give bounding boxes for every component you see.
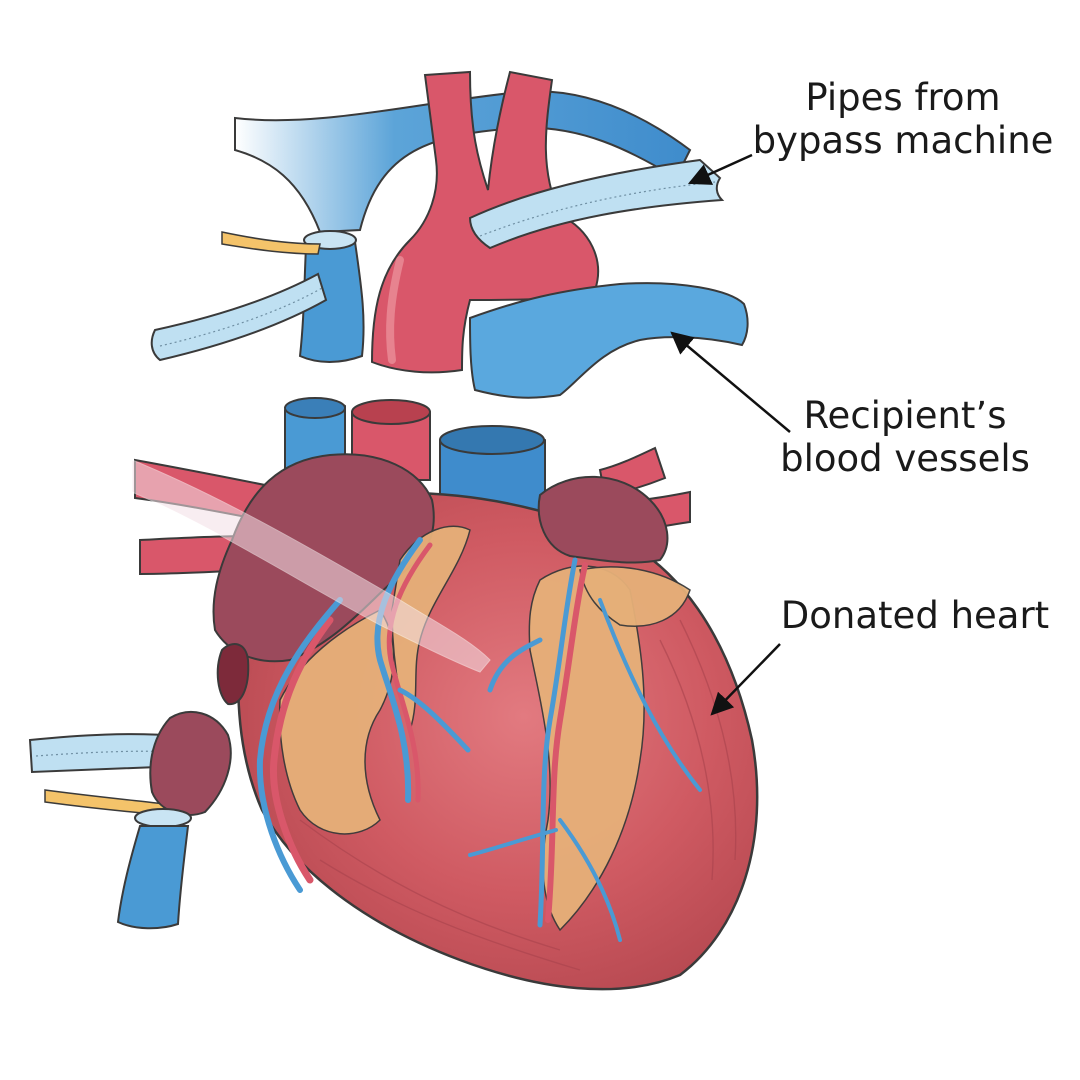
label-donated-heart: Donated heart bbox=[770, 594, 1060, 637]
coronary-vein-right-branch-b bbox=[598, 598, 702, 792]
coronary-vein-left bbox=[256, 597, 343, 893]
label-recipient-line2: blood vessels bbox=[780, 437, 1030, 480]
label-donated-line1: Donated heart bbox=[780, 594, 1050, 637]
inferior-vena-cava bbox=[116, 825, 190, 930]
tie-tape-upper bbox=[221, 231, 321, 255]
label-pipes-line2: bypass machine bbox=[752, 119, 1054, 162]
inferior-tie bbox=[134, 808, 192, 828]
recipient-vessels bbox=[150, 70, 749, 399]
catheter-overlay bbox=[131, 459, 491, 673]
arrow-recipient bbox=[670, 331, 791, 433]
bypass-pipe-upper-seam bbox=[479, 181, 716, 237]
coronary-vein-right bbox=[537, 557, 578, 928]
heart-top-vein-right-opening bbox=[439, 425, 545, 455]
coronary-vein-branch-b bbox=[487, 637, 543, 693]
donated-heart bbox=[131, 397, 759, 991]
heart-top-vein-left-opening bbox=[284, 397, 346, 419]
coronary-artery-right bbox=[545, 562, 588, 923]
bypass-pipe-upper bbox=[468, 158, 725, 250]
inferior-vessels bbox=[28, 710, 232, 930]
heart-left-atrium bbox=[537, 475, 669, 564]
label-recipient-vessels: Recipient’s blood vessels bbox=[770, 394, 1040, 480]
arrow-pipes bbox=[687, 153, 753, 185]
heart-atrium-opening bbox=[216, 643, 250, 706]
bypass-pipe-left bbox=[150, 272, 328, 362]
label-pipes-line1: Pipes from bbox=[805, 76, 1001, 119]
coronary-vessels bbox=[256, 537, 702, 942]
bypass-pipe-left-seam bbox=[159, 287, 323, 347]
coronary-vein-right-branch-c bbox=[558, 818, 622, 942]
aorta-highlight bbox=[386, 256, 404, 364]
label-pipes-from-bypass: Pipes from bypass machine bbox=[748, 76, 1058, 162]
pulmonary-vessel bbox=[468, 282, 749, 399]
coronary-vein-branch-a bbox=[397, 687, 471, 753]
heart-fat-left bbox=[278, 609, 395, 835]
label-arrows bbox=[670, 153, 791, 716]
inferior-atrium-stump bbox=[149, 710, 232, 817]
heart-fat-top-right bbox=[579, 566, 691, 627]
coronary-artery-center bbox=[386, 542, 433, 803]
coronary-artery-left bbox=[269, 616, 334, 884]
heart-striations bbox=[299, 619, 737, 971]
coronary-vein-right-branch-a bbox=[468, 828, 558, 857]
coronary-vein-center bbox=[374, 537, 423, 803]
label-recipient-line1: Recipient’s bbox=[803, 394, 1007, 437]
arrow-donated bbox=[710, 643, 781, 716]
heart-top-artery-opening bbox=[351, 399, 431, 425]
